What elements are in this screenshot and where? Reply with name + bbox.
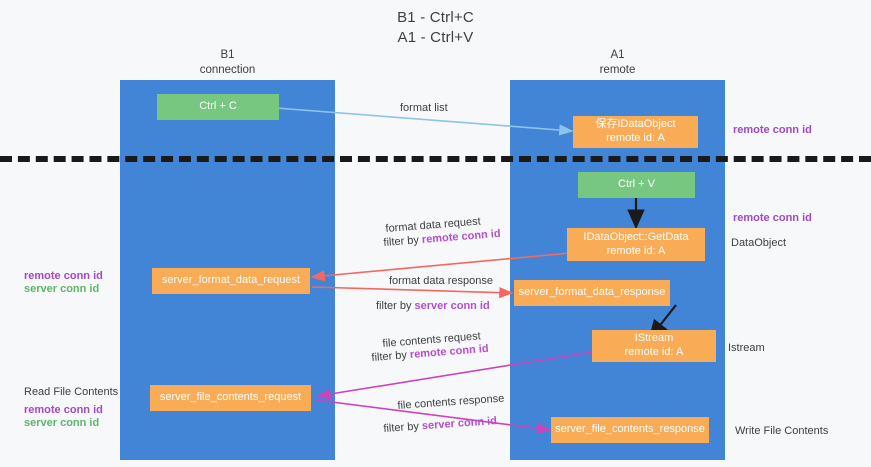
annotation-left-remote-conn-id-mid: remote conn id [24, 270, 103, 282]
connector-file-contents-request [316, 351, 593, 400]
edge-label-format-data-response-filter: filter by server conn id [376, 299, 490, 314]
lane-header-a1: A1 remote [510, 48, 725, 78]
lane-header-a1-sublabel: remote [599, 63, 636, 76]
annotation-istream: Istream [728, 342, 765, 354]
node-istream[interactable]: IStream remote id: A [592, 330, 716, 362]
node-server-format-data-request[interactable]: server_format_data_request [152, 268, 310, 294]
filter-prefix: filter by [371, 348, 411, 364]
annotation-write-file-contents: Write File Contents [735, 425, 829, 437]
lane-header-a1-name: A1 [610, 49, 625, 61]
lane-header-b1: B1 connection [120, 48, 335, 78]
node-server-file-contents-response-label: server_file_contents_response [555, 423, 705, 436]
node-ctrl-v-label: Ctrl + V [618, 178, 655, 191]
annotation-left-remote-conn-id-bottom: remote conn id [24, 404, 103, 416]
annotation-remote-conn-id-mid: remote conn id [733, 212, 812, 224]
node-idataobject-top-line-1: 保存IDataObject [595, 118, 676, 131]
phase-divider [0, 156, 871, 162]
annotation-read-file-contents: Read File Contents [24, 386, 119, 398]
node-server-format-data-response-label: server_format_data_response [518, 286, 666, 299]
node-server-format-data-request-label: server_format_data_request [161, 274, 301, 287]
node-idataobject-getdata[interactable]: IDataObject::GetData remote id: A [567, 228, 705, 261]
connector-format-list [275, 107, 574, 136]
node-server-file-contents-request-label: server_file_contents_request [159, 391, 302, 404]
diagram-title-line-1: B1 - Ctrl+C [397, 9, 474, 26]
connector-file-contents-response [315, 399, 552, 434]
node-server-file-contents-response[interactable]: server_file_contents_response [551, 417, 709, 443]
node-server-file-contents-request[interactable]: server_file_contents_request [150, 385, 311, 411]
annotation-left-server-conn-id-mid: server conn id [24, 283, 100, 295]
edge-label-format-data-response: format data response [389, 275, 493, 287]
node-istream-line-2: remote id: A [624, 346, 684, 358]
filter-prefix: filter by [383, 233, 423, 249]
filter-prefix: filter by [376, 300, 415, 312]
node-idataobject-getdata-line-2: remote id: A [606, 244, 666, 257]
annotation-left-server-conn-id-bottom: server conn id [24, 417, 100, 429]
filter-prefix: filter by [383, 420, 423, 435]
lane-header-b1-name: B1 [220, 49, 235, 61]
diagram-title: B1 - Ctrl+C A1 - Ctrl+V [0, 8, 871, 49]
connector-format-data-response [311, 286, 514, 299]
node-server-format-data-response[interactable]: server_format_data_response [514, 280, 670, 306]
node-idataobject-getdata-line-1: IDataObject::GetData [583, 230, 689, 243]
node-idataobject-top-line-2: remote id: A [606, 132, 665, 144]
node-ctrl-c-label: Ctrl + C [199, 100, 237, 113]
lane-header-b1-sublabel: connection [199, 63, 256, 76]
filter-key-server-conn-id: server conn id [414, 300, 490, 312]
node-idataobject-top[interactable]: 保存IDataObject remote id: A [573, 116, 698, 148]
connector-format-data-request [310, 252, 571, 282]
node-istream-line-1: IStream [634, 332, 674, 345]
edge-label-format-list: format list [400, 102, 448, 114]
diagram-title-line-2: A1 - Ctrl+V [397, 29, 474, 47]
annotation-remote-conn-id-top: remote conn id [733, 124, 812, 136]
annotation-dataobject: DataObject [731, 237, 787, 249]
node-ctrl-v[interactable]: Ctrl + V [578, 172, 695, 198]
node-ctrl-c[interactable]: Ctrl + C [157, 94, 279, 120]
